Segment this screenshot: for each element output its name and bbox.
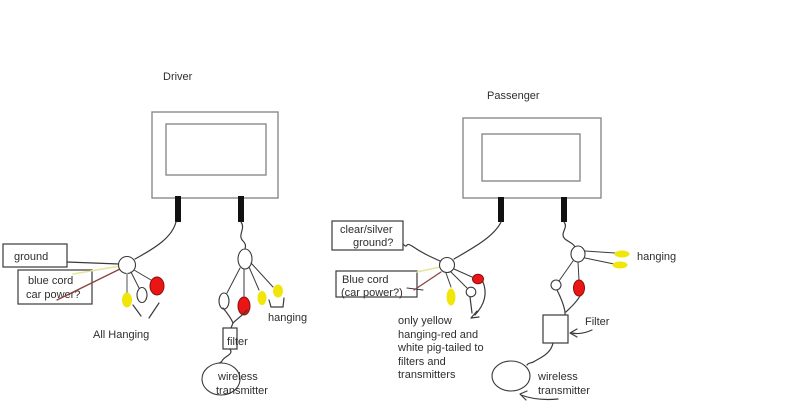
- driver-ground-wire: [66, 261, 120, 265]
- passenger-monitor-plug-right: [561, 197, 567, 222]
- clear-silver-label-line1: clear/silver: [340, 224, 393, 236]
- passenger-red-pigtail-wire: [453, 268, 473, 278]
- driver-monitor-plug-left: [175, 196, 181, 222]
- driver-dark-red-wire: [56, 268, 121, 301]
- passenger-white-pigtail-wire: [450, 271, 468, 289]
- filter-arrowhead-icon: [569, 328, 578, 338]
- driver-wireless-label-line1: wireless: [217, 371, 258, 383]
- passenger2-white-connector: [550, 279, 562, 291]
- all-hanging-bracket-left: [132, 304, 142, 317]
- driver-white-pigtail-wire: [130, 271, 141, 291]
- driver-hub-connector: [117, 255, 137, 275]
- driver2-yellow-connector-1: [257, 291, 267, 305]
- passenger2-red-pigtail-wire: [577, 261, 580, 281]
- driver2-yellow1-pigtail-wire: [248, 266, 260, 291]
- passenger-harness-wire: [453, 221, 502, 260]
- passenger-wireless-transmitter: [491, 360, 531, 392]
- passenger-wireless-label-line1: wireless: [537, 371, 578, 383]
- clear-silver-label-box: [331, 220, 404, 251]
- driver-red-pigtail-wire: [133, 269, 152, 281]
- passenger2-white-pigtail-wire: [558, 260, 574, 282]
- passenger-filter-lead-left: [556, 289, 566, 313]
- passenger-white-connector: [465, 286, 477, 298]
- note-pointer-curve-left: [469, 296, 473, 314]
- driver-blue-cord-label-box: [17, 269, 93, 305]
- note-line-4: filters and: [398, 356, 446, 368]
- passenger-yellow-pigtail-wire: [445, 272, 452, 288]
- driver-hanging-label: hanging: [268, 312, 307, 324]
- passenger-hub2-connector: [570, 245, 586, 263]
- filter-lead-right: [232, 309, 248, 324]
- driver2-yellow-connector-2: [273, 284, 283, 298]
- driver-blue-cord-label-line2: car power?: [26, 289, 80, 301]
- driver2-white-pigtail-wire: [226, 267, 241, 294]
- driver-harness2-wire: [240, 221, 247, 251]
- note-line-1: only yellow: [398, 315, 452, 327]
- passenger-red-connector: [472, 273, 484, 285]
- note-line-3: white pig-tailed to: [397, 342, 484, 354]
- driver-filter-label: filter: [227, 336, 248, 348]
- all-hanging-label: All Hanging: [93, 329, 149, 341]
- transmitter-arrowhead-icon: [519, 390, 528, 401]
- driver-monitor-screen: [165, 123, 267, 176]
- driver2-white-connector: [218, 292, 230, 310]
- driver-pale-yellow-wire: [72, 265, 121, 275]
- passenger-hanging-label: hanging: [637, 251, 676, 263]
- passenger2-red-connector: [573, 279, 585, 297]
- passenger-title: Passenger: [487, 90, 540, 102]
- passenger2-yellow-connector-1: [614, 250, 630, 258]
- driver-wireless-label-line2: transmitter: [216, 385, 268, 397]
- driver2-red-connector: [237, 296, 251, 316]
- passenger2-yellow-connector-2: [612, 261, 628, 269]
- passenger-hub-connector: [438, 256, 456, 274]
- passenger-monitor-plug-left: [498, 197, 504, 222]
- passenger-dark-red-wire: [413, 271, 442, 291]
- driver-yellow-connector: [122, 292, 132, 308]
- driver-white-connector: [136, 286, 148, 304]
- driver-title: Driver: [163, 71, 193, 83]
- passenger-blue-cord-label-line2: (car power?): [341, 287, 403, 299]
- passenger-blue-cord-label-line1: Blue cord: [342, 274, 388, 286]
- passenger-harness2-wire: [562, 221, 576, 248]
- passenger-filter-box: [542, 314, 569, 344]
- passenger-pale-yellow-wire: [416, 266, 441, 273]
- note-arrowhead-icon: [470, 310, 480, 319]
- passenger-blue-cord-label-box: [335, 270, 418, 298]
- note-line-2: hanging-red and: [398, 329, 478, 341]
- note-line-5: transmitters: [398, 369, 456, 381]
- passenger-filter-label: Filter: [585, 316, 610, 328]
- driver-harness-wire: [134, 221, 177, 260]
- clear-silver-label-line2: ground?: [353, 237, 393, 249]
- passenger2-yellow2-wire: [584, 257, 615, 265]
- clear-silver-wire: [402, 243, 441, 262]
- transmitter-arrow-line: [520, 394, 559, 401]
- driver-blue-cord-label-line1: blue cord: [28, 275, 73, 287]
- driver-red-connector: [149, 276, 165, 296]
- driver-hub2-connector: [237, 248, 253, 270]
- filter-lead-stub: [230, 322, 234, 329]
- all-hanging-bracket-right: [148, 302, 160, 319]
- passenger-wireless-label-line2: transmitter: [538, 385, 590, 397]
- driver-wireless-transmitter: [201, 362, 241, 396]
- filter-lead-left: [222, 307, 234, 324]
- driver2-yellow2-pigtail-wire: [250, 262, 274, 288]
- passenger-transmitter-wire: [526, 342, 554, 366]
- passenger-yellow-connector: [446, 288, 456, 306]
- note-pointer-curve-right: [474, 281, 486, 316]
- passenger-monitor-screen: [481, 133, 581, 182]
- driver-monitor-plug-right: [238, 196, 244, 222]
- passenger-filter-lead-right: [565, 295, 581, 313]
- hanging-bracket: [268, 297, 285, 308]
- ground-label-box: [2, 243, 68, 268]
- filter-arrow-line: [571, 329, 593, 335]
- passenger2-yellow1-wire: [584, 250, 616, 254]
- ground-label: ground: [14, 251, 48, 263]
